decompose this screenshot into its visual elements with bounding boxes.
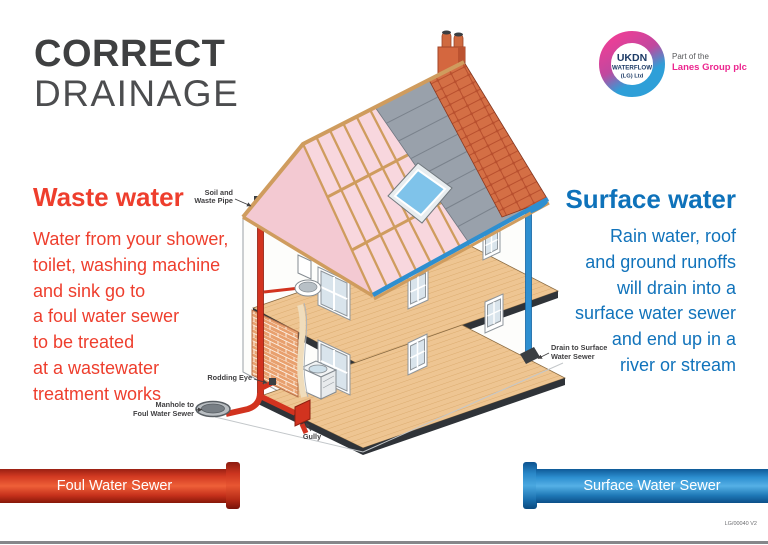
logo-name-mid: WATERFLOW	[612, 65, 652, 72]
bottom-divider	[0, 541, 768, 544]
drain-connector	[520, 347, 540, 364]
sink-unit	[299, 360, 338, 400]
title-line-correct: CORRECT	[34, 33, 226, 75]
toilet	[263, 254, 322, 297]
surface-line: will drain into a	[616, 277, 736, 298]
foul-water-sewer-label: Foul Water Sewer	[56, 478, 173, 494]
title-line-drainage: DRAINAGE	[34, 73, 240, 114]
gully-hopper	[294, 399, 311, 427]
foul-water-sewer-pipe: Foul Water Sewer	[0, 469, 229, 503]
page-title: CORRECT DRAINAGE	[34, 34, 239, 114]
surface-pipe-flange	[523, 462, 537, 509]
logo-swirl-icon	[599, 31, 665, 97]
fascia-front	[373, 201, 550, 301]
window-lower-mid	[407, 333, 428, 376]
label-rodding-eye: Rodding Eye	[207, 373, 252, 382]
house-cutaway-diagram: Soil and Waste Pipe Rodding Eye Manhole …	[133, 30, 607, 455]
waste-water-heading: Waste water	[33, 182, 184, 212]
surface-line: surface water sewer	[574, 303, 736, 324]
waste-line: Water from your shower,	[33, 229, 229, 249]
waste-line: toilet, washing machine	[33, 254, 221, 275]
logo-ring-icon	[599, 31, 665, 97]
document-reference: LG/00040 V2	[724, 521, 757, 527]
gutter	[371, 197, 550, 297]
ukdn-waterflow-logo: UKDN WATERFLOW (LG) Ltd	[599, 31, 665, 97]
waste-line: and sink go to	[33, 280, 146, 301]
logo-group-name: Lanes Group plc	[672, 62, 747, 73]
ground-floor-slab	[256, 324, 567, 455]
label-soil-waste-pipe: Soil and	[205, 188, 233, 197]
surface-line: Rain water, roof	[609, 226, 736, 246]
logo-name-bottom: (LG) Ltd	[621, 74, 644, 80]
label-manhole: Manhole to	[155, 400, 194, 409]
surface-line: river or stream	[619, 354, 736, 375]
label-gully: Gully	[303, 432, 322, 441]
surface-line: and end up in a	[611, 329, 736, 350]
surface-water-sewer-label: Surface Water Sewer	[583, 478, 721, 494]
label-soil-waste-pipe: Waste Pipe	[194, 196, 233, 205]
surface-water-paragraph: Rain water, roof and ground runoffs will…	[575, 224, 736, 379]
barge-ridge-boards	[241, 60, 465, 219]
surface-line: and ground runoffs	[585, 251, 736, 272]
fascia-left	[242, 215, 374, 298]
rodding-eye-cap	[269, 378, 276, 385]
foul-pipe-flange	[226, 462, 240, 509]
waste-line: at a wastewater	[33, 357, 160, 378]
diagram-labels: Soil and Waste Pipe Rodding Eye Manhole …	[133, 188, 607, 441]
windows	[317, 224, 504, 396]
roof	[241, 60, 550, 301]
gutter-swan-neck	[529, 199, 548, 214]
surface-water-sewer-pipe: Surface Water Sewer	[536, 469, 768, 503]
logo-name-top: UKDN	[617, 52, 647, 64]
label-drain-to-surface: Water Sewer	[551, 352, 595, 361]
surface-water-heading: Surface water	[565, 184, 736, 214]
waste-line: treatment works	[33, 383, 162, 404]
label-manhole: Foul Water Sewer	[133, 409, 194, 418]
waste-water-paragraph: Water from your shower, toilet, washing …	[33, 227, 228, 408]
label-drain-to-surface: Drain to Surface	[551, 343, 607, 352]
gable-face	[243, 144, 373, 296]
logo-part-of-text: Part of the	[672, 52, 709, 61]
ground-line	[214, 362, 564, 453]
window-right-lower	[484, 293, 504, 334]
waste-line: to be treated	[33, 332, 135, 353]
waste-line: a foul water sewer	[33, 306, 180, 327]
foul-drain-pipes	[195, 378, 311, 435]
skylight-window	[387, 162, 453, 224]
